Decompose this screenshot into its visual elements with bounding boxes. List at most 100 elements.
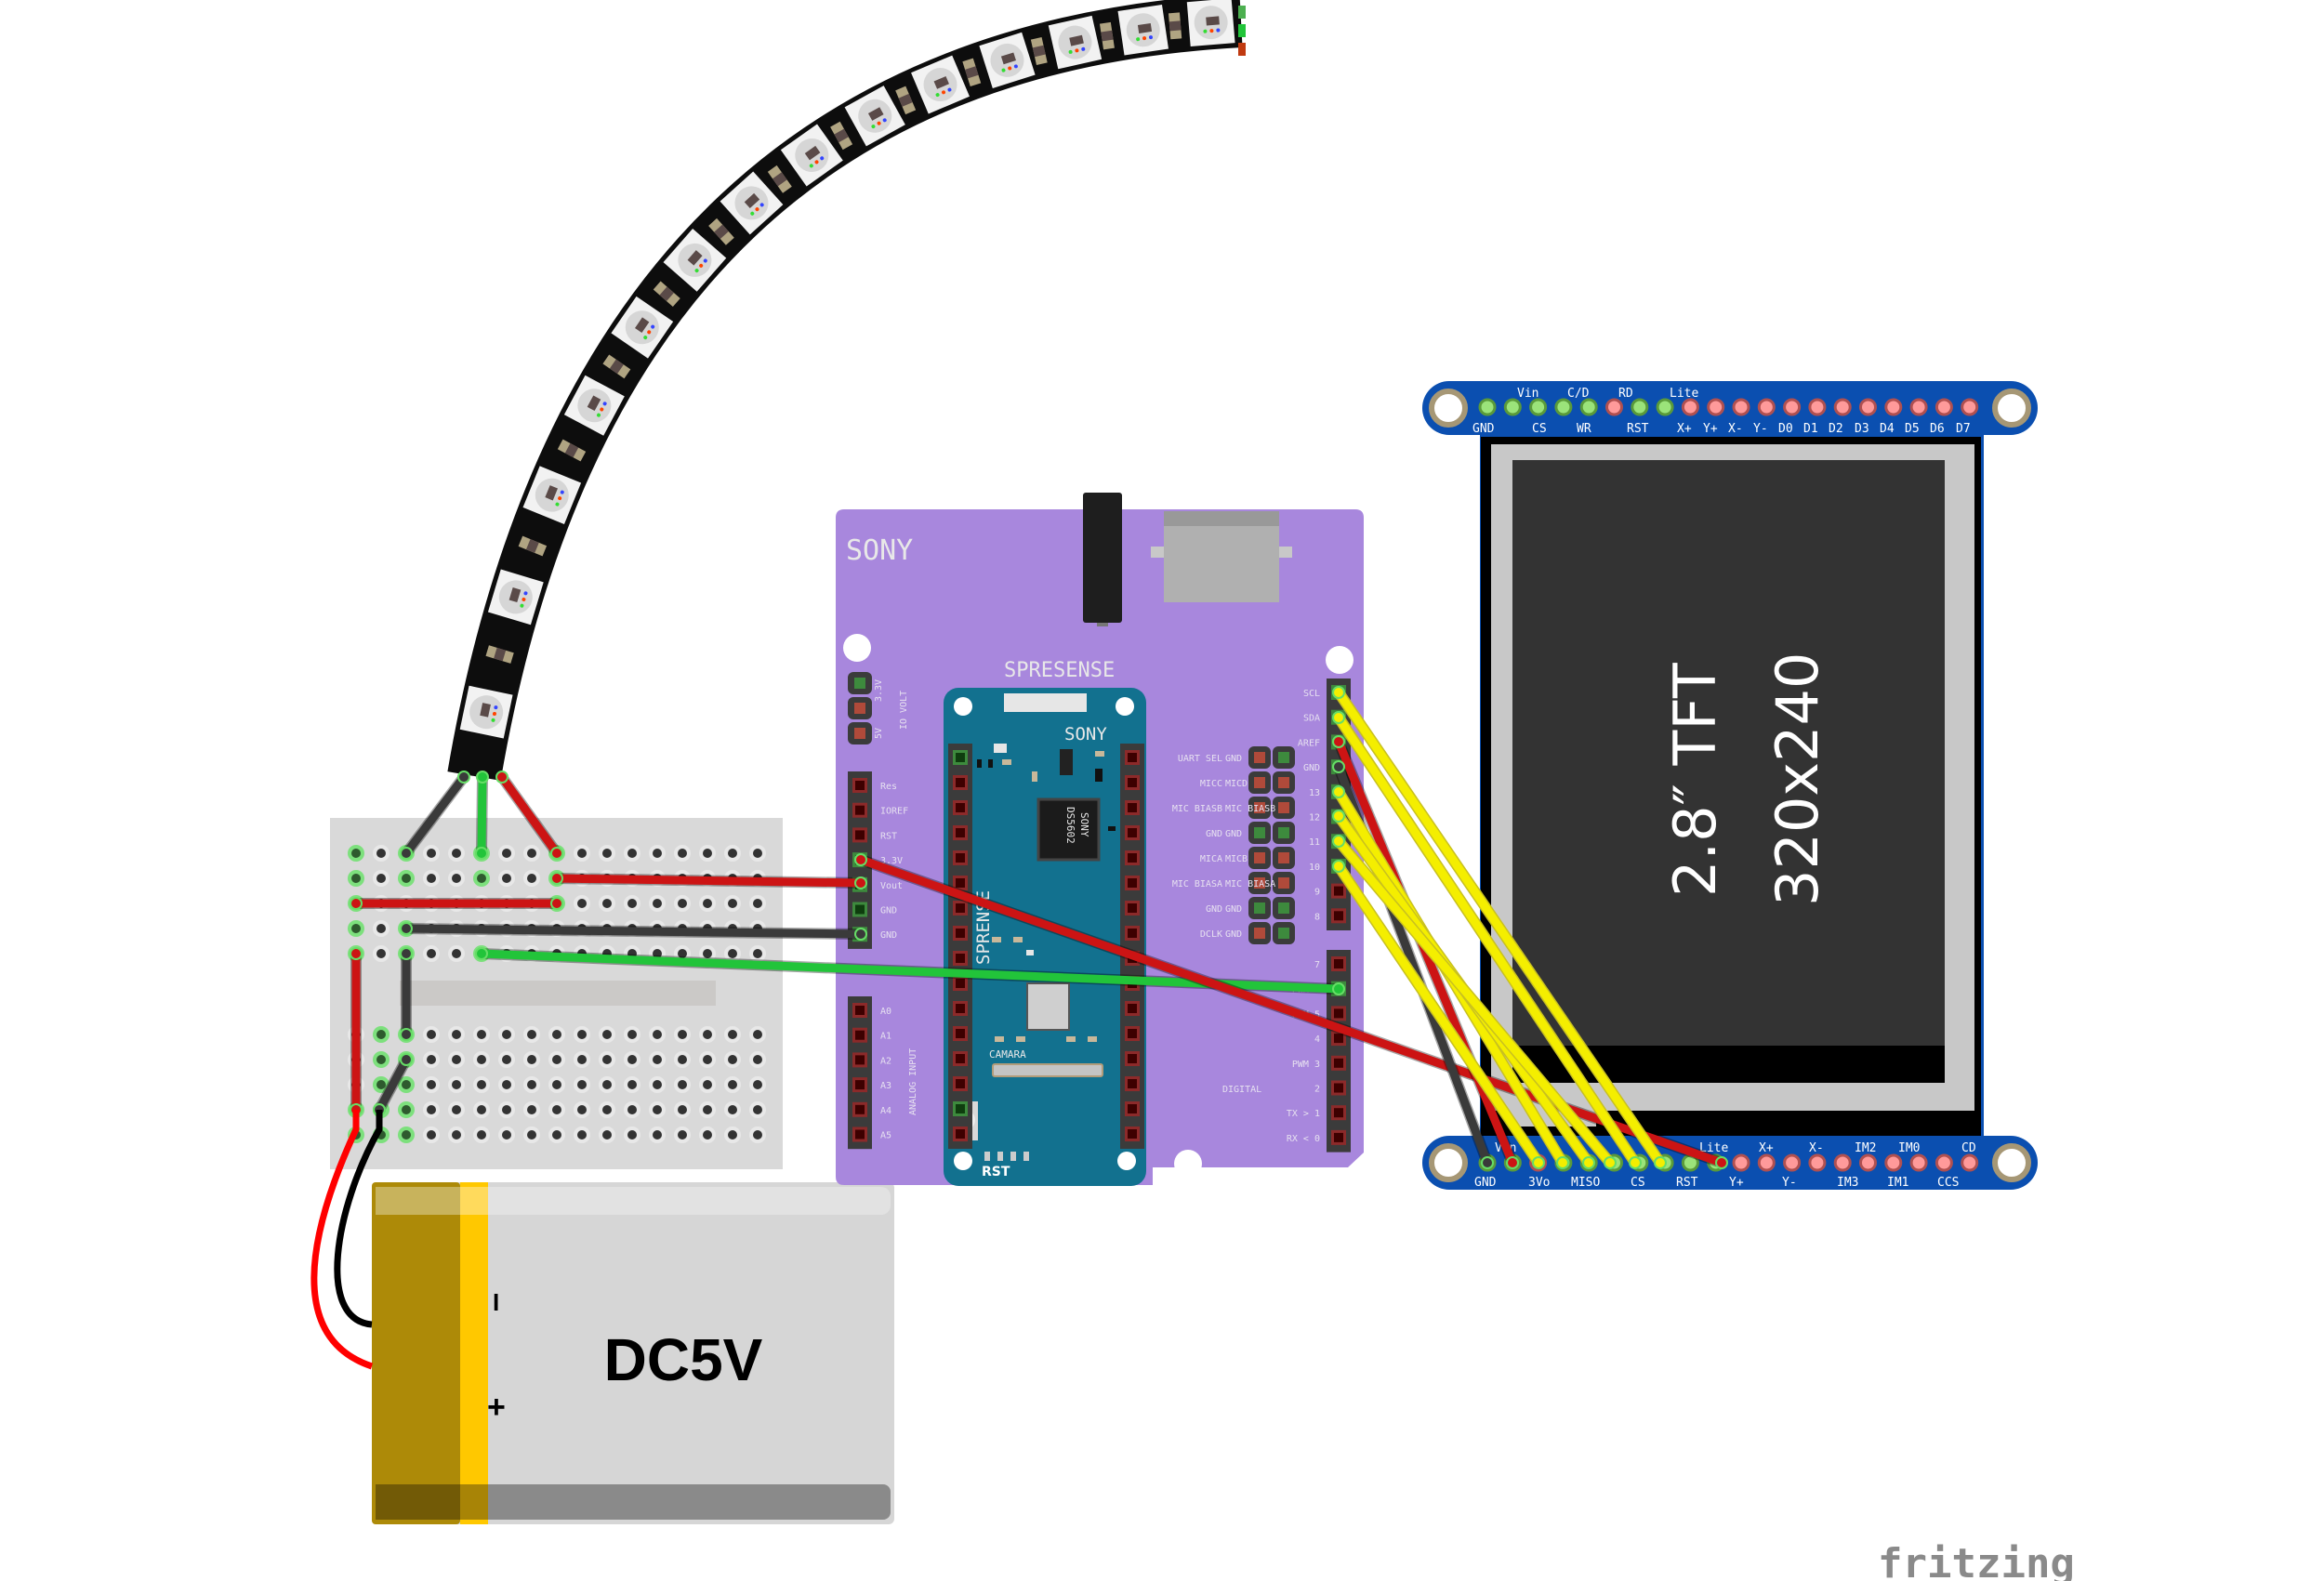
tft-top-pin[interactable] — [1707, 398, 1725, 416]
breadboard-hole[interactable] — [427, 1080, 436, 1089]
header-pin[interactable] — [956, 1029, 965, 1038]
led-strip[interactable] — [447, 0, 1246, 781]
breadboard-hole[interactable] — [703, 1055, 712, 1064]
tft-top-pin[interactable] — [1833, 398, 1852, 416]
breadboard-hole[interactable] — [427, 1105, 436, 1114]
breadboard-hole[interactable] — [602, 1080, 612, 1089]
breadboard-hole[interactable] — [753, 849, 762, 858]
breadboard-hole[interactable] — [552, 1080, 561, 1089]
breadboard-hole[interactable] — [602, 849, 612, 858]
breadboard-hole[interactable] — [577, 1030, 587, 1039]
wire-led-power[interactable] — [497, 772, 561, 858]
breadboard-hole[interactable] — [402, 1080, 411, 1089]
breadboard-hole[interactable] — [351, 874, 361, 883]
header-pin[interactable] — [1128, 853, 1137, 863]
breadboard-hole[interactable] — [552, 1130, 561, 1140]
breadboard-hole[interactable] — [653, 1080, 662, 1089]
wire-led-gnd[interactable] — [402, 772, 469, 858]
wire-scl-to-tft[interactable] — [1334, 688, 1665, 1167]
breadboard-hole[interactable] — [427, 1130, 436, 1140]
breadboard-hole[interactable] — [427, 849, 436, 858]
breadboard-hole[interactable] — [376, 1030, 386, 1039]
breadboard-hole[interactable] — [728, 849, 737, 858]
breadboard-hole[interactable] — [678, 949, 687, 958]
tft-top-pin[interactable] — [1656, 398, 1674, 416]
tft-bottom-pin[interactable] — [1833, 1153, 1852, 1172]
breadboard-hole[interactable] — [477, 1080, 486, 1089]
tft-top-pin[interactable] — [1478, 398, 1497, 416]
header-pin[interactable] — [1334, 1108, 1343, 1118]
tft-top-pin[interactable] — [1579, 398, 1598, 416]
breadboard-hole[interactable] — [753, 1055, 762, 1064]
breadboard-hole[interactable] — [351, 849, 361, 858]
breadboard-hole[interactable] — [653, 899, 662, 908]
header-pin[interactable] — [1334, 1058, 1343, 1068]
breadboard-hole[interactable] — [477, 874, 486, 883]
header-pin[interactable] — [1334, 1008, 1343, 1019]
breadboard-hole[interactable] — [502, 1055, 511, 1064]
breadboard-hole[interactable] — [452, 1055, 461, 1064]
tft-top-pin[interactable] — [1605, 398, 1623, 416]
breadboard-hole[interactable] — [602, 1105, 612, 1114]
breadboard-hole[interactable] — [376, 949, 386, 958]
breadboard-hole[interactable] — [577, 899, 587, 908]
header-pin[interactable] — [855, 1055, 865, 1065]
header-pin[interactable] — [956, 853, 965, 863]
breadboard-hole[interactable] — [703, 849, 712, 858]
breadboard-hole[interactable] — [627, 1105, 637, 1114]
tft-top-pin[interactable] — [1631, 398, 1649, 416]
header-pin[interactable] — [1128, 803, 1137, 812]
breadboard-hole[interactable] — [402, 1130, 411, 1140]
tft-bottom-pin[interactable] — [1732, 1153, 1750, 1172]
wire-led-data-to-pin6[interactable] — [477, 949, 1343, 994]
header-pin[interactable] — [1128, 1079, 1137, 1088]
breadboard-hole[interactable] — [477, 1105, 486, 1114]
header-pin[interactable] — [855, 904, 865, 915]
breadboard-hole[interactable] — [653, 1055, 662, 1064]
tft-top-pin[interactable] — [1503, 398, 1522, 416]
breadboard-hole[interactable] — [452, 874, 461, 883]
header-pin[interactable] — [855, 1129, 865, 1140]
tft-bottom-pin[interactable] — [1909, 1153, 1928, 1172]
breadboard-hole[interactable] — [728, 1130, 737, 1140]
breadboard-hole[interactable] — [452, 949, 461, 958]
breadboard-hole[interactable] — [627, 1080, 637, 1089]
breadboard-hole[interactable] — [427, 1055, 436, 1064]
breadboard-hole[interactable] — [527, 1055, 536, 1064]
battery[interactable]: I + DC5V — [372, 1182, 894, 1524]
header-pin[interactable] — [855, 1030, 865, 1040]
breadboard-hole[interactable] — [678, 849, 687, 858]
breadboard-hole[interactable] — [653, 849, 662, 858]
breadboard-hole[interactable] — [577, 1130, 587, 1140]
breadboard-hole[interactable] — [678, 1030, 687, 1039]
breadboard-hole[interactable] — [502, 1105, 511, 1114]
breadboard-hole[interactable] — [602, 1055, 612, 1064]
header-pin[interactable] — [855, 830, 865, 840]
header-pin[interactable] — [1128, 903, 1137, 913]
breadboard-hole[interactable] — [703, 1030, 712, 1039]
breadboard-hole[interactable] — [376, 1080, 386, 1089]
breadboard-hole[interactable] — [577, 1105, 587, 1114]
header-pin[interactable] — [1128, 929, 1137, 938]
breadboard-hole[interactable] — [728, 1030, 737, 1039]
breadboard-hole[interactable] — [376, 1055, 386, 1064]
tft-top-pin[interactable] — [1783, 398, 1802, 416]
spresense-main-board[interactable]: SONY SONY DS5602 SPRENSE CAMARA RST — [944, 688, 1146, 1186]
breadboard-hole[interactable] — [653, 949, 662, 958]
breadboard-hole[interactable] — [502, 1080, 511, 1089]
mic-header-pin[interactable] — [1254, 777, 1265, 788]
wire-battery-positive[interactable] — [310, 1110, 374, 1370]
mic-header-pin[interactable] — [1278, 827, 1289, 838]
header-pin[interactable] — [1128, 878, 1137, 888]
wire-11-to-tft[interactable] — [1334, 837, 1615, 1167]
breadboard-hole[interactable] — [678, 899, 687, 908]
tft-bottom-pin[interactable] — [1884, 1153, 1903, 1172]
header-pin[interactable] — [1334, 959, 1343, 968]
breadboard-hole[interactable] — [627, 1030, 637, 1039]
tft-top-pin[interactable] — [1757, 398, 1776, 416]
mic-header-pin[interactable] — [1278, 752, 1289, 763]
header-pin[interactable] — [1334, 1083, 1343, 1093]
header-pin[interactable] — [1128, 1004, 1137, 1013]
mic-header-pin[interactable] — [1278, 877, 1289, 889]
breadboard-hole[interactable] — [376, 924, 386, 933]
